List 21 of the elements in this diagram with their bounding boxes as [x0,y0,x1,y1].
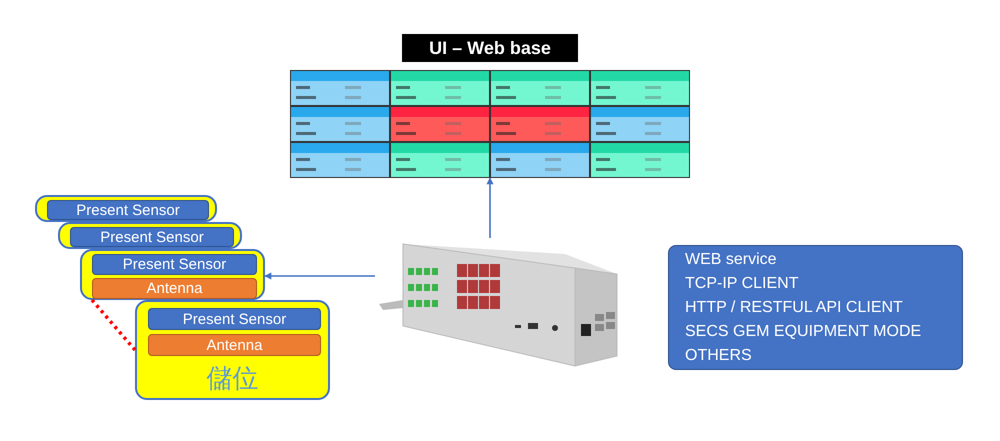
feature-item: OTHERS [685,346,753,366]
sensor-bar: Present Sensor [92,254,257,275]
antenna-bar: Antenna [148,334,321,356]
arrow [264,272,375,280]
storage-card [58,222,242,249]
feature-item: TCP-IP CLIENT [685,274,800,294]
sensor-bar: Present Sensor [70,227,234,247]
storage-card [80,249,265,300]
storage-card [135,300,330,400]
feature-item: SECS GEM EQUIPMENT MODE [685,322,922,342]
sensor-bar: Present Sensor [148,308,321,330]
feature-panel [668,245,963,370]
title-banner: UI – Web base [402,34,578,62]
feature-item: HTTP / RESTFUL API CLIENT [685,298,904,318]
antenna-bar: Antenna [92,278,257,299]
dotted-line [90,298,136,352]
arrow [486,177,494,238]
storage-card [35,195,217,222]
sensor-bar: Present Sensor [47,200,209,220]
feature-item: WEB service [685,250,778,270]
slot-label: 儲位 [206,366,258,392]
